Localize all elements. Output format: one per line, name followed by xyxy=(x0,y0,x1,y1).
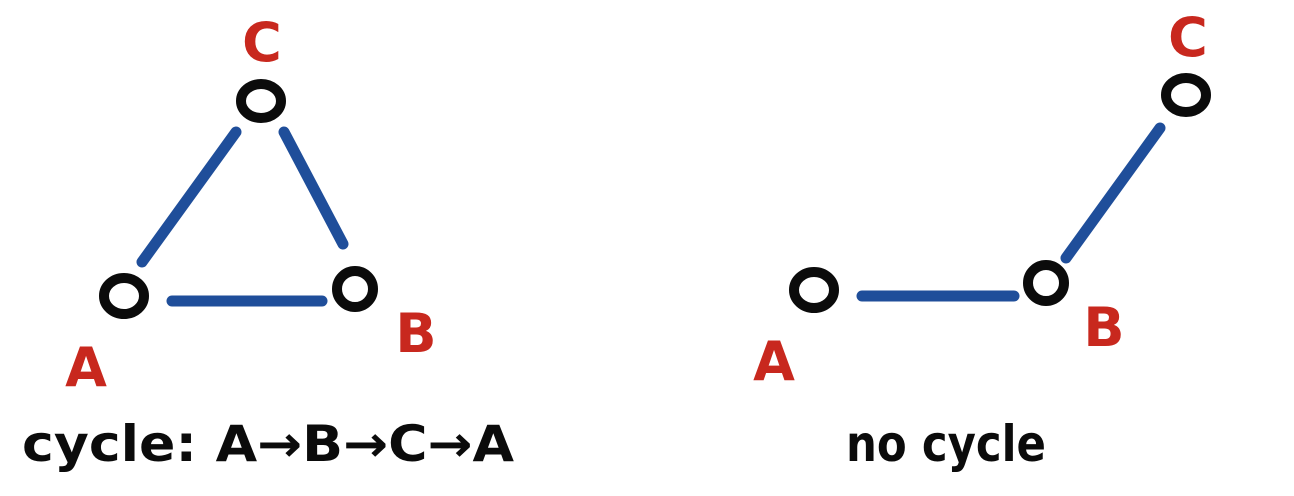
caption-no-cycle: no cycle xyxy=(846,415,1046,473)
node-c xyxy=(236,79,286,123)
label-a: A xyxy=(753,330,795,393)
node-a xyxy=(789,267,839,313)
caption-cycle: cycle: A→B→C→A xyxy=(22,415,514,473)
edge-a-c xyxy=(136,126,242,268)
label-c: C xyxy=(242,11,282,74)
node-b xyxy=(1023,260,1069,306)
no-cycle-graph: A B C no cycle xyxy=(753,6,1211,473)
node-b xyxy=(332,266,378,312)
node-c xyxy=(1161,73,1211,117)
edge-c-b xyxy=(278,126,349,250)
label-c: C xyxy=(1168,6,1208,69)
edge-b-c xyxy=(1060,122,1166,264)
label-a: A xyxy=(65,336,107,399)
cycle-graph: C A B cycle: A→B→C→A xyxy=(22,11,514,473)
label-b: B xyxy=(395,302,436,365)
label-b: B xyxy=(1083,296,1124,359)
node-a xyxy=(99,273,149,319)
